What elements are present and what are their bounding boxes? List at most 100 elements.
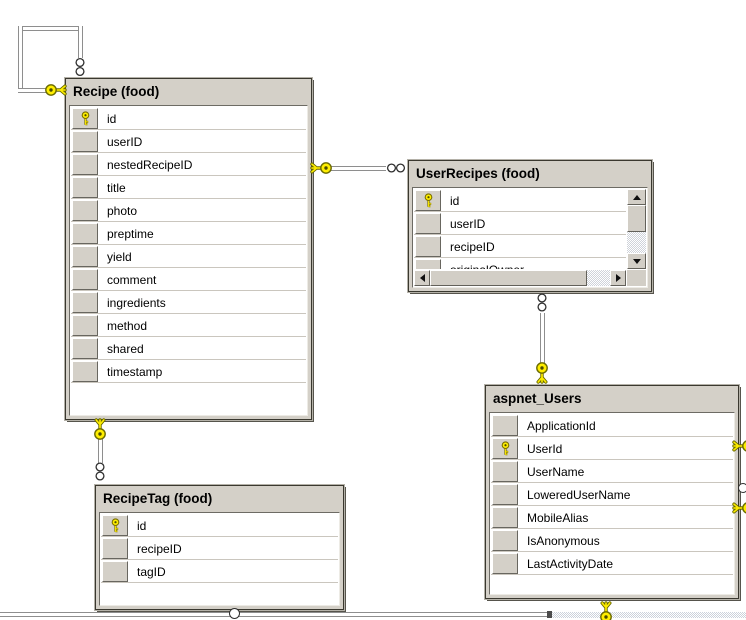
rel-recipe-self-line[interactable] xyxy=(78,26,83,58)
scroll-up-button[interactable] xyxy=(627,189,646,205)
row-selector-button[interactable] xyxy=(102,561,128,582)
rel-recipe-recipetag-line[interactable] xyxy=(98,439,103,463)
table-title[interactable]: RecipeTag (food) xyxy=(103,491,213,506)
scrollbar-corner xyxy=(627,270,646,286)
table-row[interactable]: shared xyxy=(71,337,306,360)
scroll-left-button[interactable] xyxy=(414,270,430,286)
table-row[interactable]: IsAnonymous xyxy=(491,529,733,552)
column-name-label: recipeID xyxy=(450,239,495,254)
table-row[interactable]: originalOwner xyxy=(414,258,626,269)
row-selector-button[interactable] xyxy=(415,259,441,269)
table-title[interactable]: aspnet_Users xyxy=(493,391,582,406)
column-name-label: tagID xyxy=(137,564,166,579)
left-arrow-icon xyxy=(419,274,425,282)
table-row[interactable]: tagID xyxy=(101,560,338,583)
table-row[interactable]: userID xyxy=(414,212,626,235)
row-selector-button[interactable] xyxy=(492,553,518,574)
row-selector-button[interactable] xyxy=(492,438,518,459)
column-name-label: photo xyxy=(107,203,138,218)
many-end-infinity-icon xyxy=(75,57,85,77)
column-list: id userID recipeID originalOwner xyxy=(414,189,626,269)
table-row[interactable]: method xyxy=(71,314,306,337)
row-selector-button[interactable] xyxy=(415,236,441,257)
table-row[interactable]: comment xyxy=(71,268,306,291)
row-selector-button[interactable] xyxy=(72,269,98,290)
table-row[interactable]: yield xyxy=(71,245,306,268)
row-selector-button[interactable] xyxy=(72,361,98,382)
horizontal-scrollbar-thumb[interactable] xyxy=(430,270,587,286)
table-row[interactable]: ingredients xyxy=(71,291,306,314)
column-name-label: originalOwner xyxy=(450,263,524,270)
rel-bottom-line-corner[interactable] xyxy=(547,611,552,618)
table-row[interactable]: id xyxy=(71,107,306,130)
table-row[interactable]: photo xyxy=(71,199,306,222)
row-selector-button[interactable] xyxy=(72,315,98,336)
rel-recipe-self-line[interactable] xyxy=(18,26,82,31)
vertical-scrollbar-track[interactable] xyxy=(627,232,646,253)
row-selector-button[interactable] xyxy=(72,292,98,313)
rel-recipe-userrecipes-line[interactable] xyxy=(330,166,386,171)
scroll-right-button[interactable] xyxy=(610,270,626,286)
row-selector-button[interactable] xyxy=(72,154,98,175)
row-selector-button[interactable] xyxy=(102,515,128,536)
rel-recipe-self-line[interactable] xyxy=(18,88,49,93)
rel-aspnetusers-userrecipes-line[interactable] xyxy=(540,313,545,363)
column-name-label: yield xyxy=(107,249,132,264)
one-end-key-icon xyxy=(536,362,548,384)
table-row[interactable]: userID xyxy=(71,130,306,153)
table-row[interactable]: LastActivityDate xyxy=(491,552,733,575)
row-selector-button[interactable] xyxy=(102,538,128,559)
table-row[interactable]: id xyxy=(414,189,626,212)
column-name-label: shared xyxy=(107,341,144,356)
table-row[interactable]: id xyxy=(101,514,338,537)
row-selector-button[interactable] xyxy=(72,108,98,129)
column-name-label: UserId xyxy=(527,441,563,456)
table-row[interactable]: LoweredUserName xyxy=(491,483,733,506)
table-row[interactable]: ApplicationId xyxy=(491,414,733,437)
row-selector-button[interactable] xyxy=(415,190,441,211)
row-selector-button[interactable] xyxy=(72,223,98,244)
horizontal-scrollbar[interactable] xyxy=(414,270,626,286)
column-name-label: IsAnonymous xyxy=(527,533,600,548)
scroll-down-button[interactable] xyxy=(627,253,646,269)
table-userrecipes[interactable]: UserRecipes (food) id userID recipeID origi… xyxy=(407,159,653,293)
table-title[interactable]: Recipe (food) xyxy=(73,84,160,99)
table-row[interactable]: recipeID xyxy=(414,235,626,258)
row-selector-button[interactable] xyxy=(492,530,518,551)
one-end-key-icon xyxy=(600,601,612,620)
row-selector-button[interactable] xyxy=(492,484,518,505)
column-name-label: MobileAlias xyxy=(527,510,589,525)
vertical-scrollbar[interactable] xyxy=(627,189,646,269)
table-row[interactable]: UserName xyxy=(491,460,733,483)
table-row[interactable]: timestamp xyxy=(71,360,306,383)
table-row[interactable]: MobileAlias xyxy=(491,506,733,529)
row-selector-button[interactable] xyxy=(72,246,98,267)
row-selector-button[interactable] xyxy=(415,213,441,234)
table-title[interactable]: UserRecipes (food) xyxy=(416,166,540,181)
rel-recipe-self-line[interactable] xyxy=(18,26,23,93)
row-selector-button[interactable] xyxy=(492,507,518,528)
column-name-label: title xyxy=(107,180,126,195)
row-selector-button[interactable] xyxy=(72,200,98,221)
row-selector-button[interactable] xyxy=(72,338,98,359)
row-selector-button[interactable] xyxy=(492,415,518,436)
column-name-label: id xyxy=(450,193,460,208)
vertical-scrollbar-thumb[interactable] xyxy=(627,205,646,232)
row-selector-button[interactable] xyxy=(72,131,98,152)
table-grid: id userID recipeID originalOwner xyxy=(412,187,648,288)
row-selector-button[interactable] xyxy=(72,177,98,198)
table-row[interactable]: title xyxy=(71,176,306,199)
rel-bottom-line[interactable] xyxy=(0,612,549,617)
row-selector-button[interactable] xyxy=(492,461,518,482)
table-row[interactable]: preptime xyxy=(71,222,306,245)
many-end-infinity-icon xyxy=(537,293,547,312)
table-row[interactable]: nestedRecipeID xyxy=(71,153,306,176)
horizontal-scrollbar-track[interactable] xyxy=(587,270,610,286)
table-row[interactable]: recipeID xyxy=(101,537,338,560)
table-row[interactable]: UserId xyxy=(491,437,733,460)
